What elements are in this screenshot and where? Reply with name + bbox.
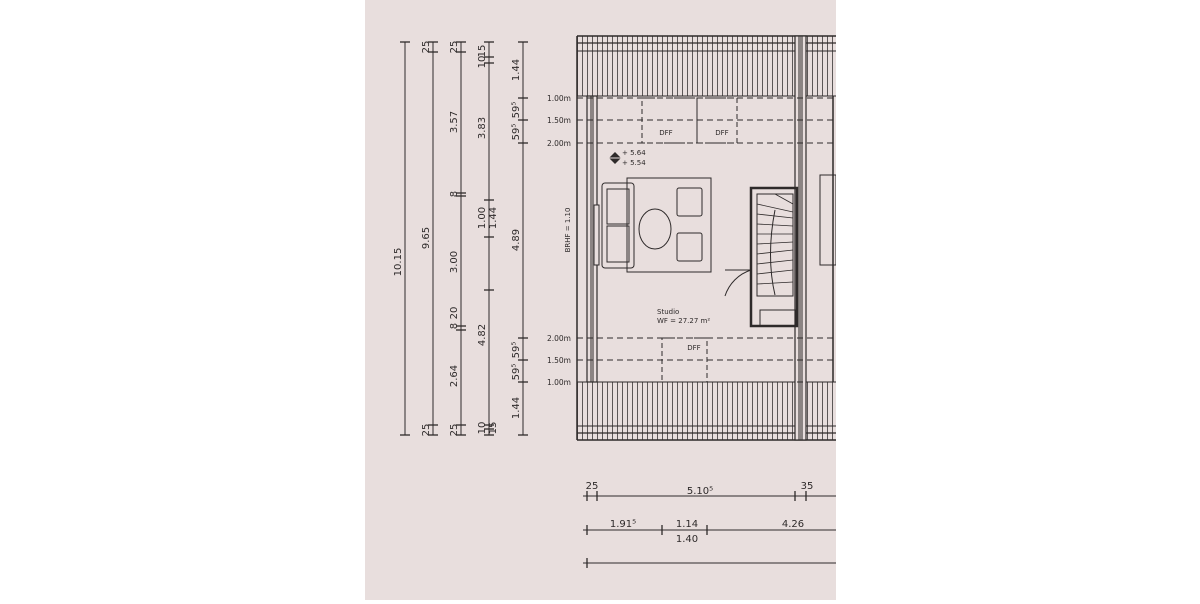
dining-set [601,177,712,273]
elevation-top: + 5.64 [622,149,646,157]
height-lines [577,97,836,383]
chair [676,232,703,262]
dim-chain4-label: 10 [477,422,488,435]
dim-chain4-label: 10 [477,56,488,69]
staircase [724,186,799,328]
window-left-wall [593,204,600,266]
door-swing [724,269,752,297]
level-label: 1.00m [547,378,571,387]
room-area: WF = 27.27 m² [657,317,710,325]
dim-chain5-label: 4.89 [511,229,522,251]
table [638,208,672,250]
dim-chain2-label: 25 [421,41,432,54]
roof-top-band [577,35,836,97]
dim-h-label: 5.10⁵ [687,486,713,497]
roof-window-label: DFF [659,129,672,137]
level-label: 2.00m [547,334,571,343]
dim-h-label: 25 [586,481,599,492]
floor-plan-drawing: 10.15 25 9.65 25 25 3.57 8 3.00 8 20 2.6… [365,0,837,600]
dim-chain4-label: 15 [488,422,499,435]
sofa-cushion [606,188,630,225]
dim-chain3-label: 8 [449,323,460,329]
vertical-dimension-lines [400,41,528,436]
dim-chain4-label: 4.82 [477,324,488,346]
chair [676,187,703,217]
dim-chain3-label: 20 [449,307,460,320]
dim-chain3-label: 25 [449,424,460,437]
elevation-bottom: + 5.54 [622,159,646,167]
roof-bottom-band [577,381,836,441]
roof-windows [641,97,738,383]
sill-height-label: BRHF = 1.10 [564,208,572,253]
dim-h-label: 1.14 [676,519,698,530]
dim-chain5-label: 59⁵ [511,342,522,359]
paper-background [365,0,836,600]
dim-chain3-label: 3.00 [449,251,460,273]
dim-chain3-label: 25 [449,41,460,54]
dim-chain5-label: 1.44 [511,397,522,419]
level-label: 1.50m [547,356,571,365]
table-area [626,177,712,273]
dim-h-label: 35 [801,481,814,492]
level-label: 2.00m [547,139,571,148]
roof-window-label: DFF [687,344,700,352]
roof-window-label: DFF [715,129,728,137]
dim-chain2-label: 9.65 [421,227,432,249]
dim-chain3-label: 8 [449,191,460,197]
horizontal-dimension-lines [583,491,836,568]
dim-h-label: 4.26 [782,519,804,530]
dim-chain5-label: 1.44 [511,59,522,81]
dim-chain5-label: 59⁵ [511,364,522,381]
dim-chain2-label: 25 [421,424,432,437]
dim-chain5-label: 59⁵ [511,102,522,119]
party-wall [794,35,807,441]
dim-chain4-label: 1.00 [477,207,488,229]
dim-chain3-label: 2.64 [449,365,460,387]
dim-chain4-label: 15 [477,45,488,58]
level-label: 1.50m [547,116,571,125]
floor-plan-sheet: 10.15 25 9.65 25 25 3.57 8 3.00 8 20 2.6… [365,0,837,600]
dim-chain4-label: 1.44 [488,207,499,229]
dim-chain3-label: 3.57 [449,111,460,133]
dim-chain4-label: 3.83 [477,117,488,139]
dim-chain5-label: 59⁵ [511,124,522,141]
sofa-cushion [606,225,630,263]
dim-h-sub-label: 1.40 [676,534,698,545]
dim-overall-height: 10.15 [393,248,404,277]
dim-h-label: 1.91⁵ [610,519,636,530]
room-name: Studio [657,308,679,316]
level-label: 1.00m [547,94,571,103]
elevation-marker-icon [609,152,621,164]
